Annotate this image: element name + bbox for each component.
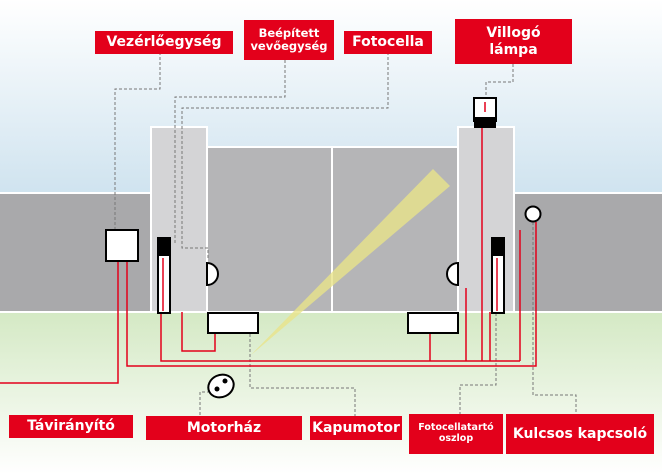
gate-leaf-left [206,146,333,313]
wire-motor-left [181,312,216,352]
leader-fotocella [181,52,389,260]
leader-villogo [485,64,514,98]
label-kapumotor: Kapumotor [310,416,402,440]
label-kulcsos-kapcsolo: Kulcsos kapcsoló [506,414,654,454]
label-fotocella-text: Fotocella [352,34,424,51]
pillar-right [457,126,515,313]
label-beepitett-vevoegyseg-text: Beépített vevőegység [250,25,328,53]
wiring [0,128,537,384]
label-kulcsos-kapcsolo-text: Kulcsos kapcsoló [512,425,648,442]
label-vezerloegyseg-text: Vezérlőegység [106,34,222,51]
photocell-post-right-icon [491,237,505,314]
label-taviranyito: Távirányító [9,415,133,438]
photocell-post-left-icon [157,237,171,314]
leader-kulcsos [532,222,577,416]
photocell-beam [251,169,450,355]
label-kapumotor-text: Kapumotor [312,419,400,436]
label-fotocellatarto-oszlop: Fotocellatartó oszlop [409,414,503,454]
leader-fotocellatarto [459,313,497,416]
label-motorhaz: Motorház [146,416,302,440]
control-unit-icon [105,229,139,262]
label-motorhaz-text: Motorház [186,419,262,436]
gate-motor-right-icon [407,312,459,334]
label-taviranyito-text: Távirányító [27,418,115,435]
gate-motor-left-icon [207,312,259,334]
label-fotocellatarto-oszlop-text: Fotocellatartó oszlop [418,422,494,444]
label-fotocella: Fotocella [344,31,432,54]
flashing-lamp-icon [473,97,497,128]
remote-control-icon [207,373,235,399]
leader-vezerlo [114,52,161,230]
wire-bus-upper [160,312,520,362]
wire-taviranyito [0,262,119,384]
photocell-left-icon [206,261,219,287]
wire-bus-bottom [126,222,537,367]
photocell-right-icon [446,261,459,287]
label-villogo-lampa-text: Villogó lámpa [486,25,541,58]
label-vezerloegyseg: Vezérlőegység [95,31,233,54]
leader-vevoegyseg [174,60,286,244]
label-beepitett-vevoegyseg: Beépített vevőegység [244,20,334,60]
key-switch-icon [524,205,542,223]
label-villogo-lampa: Villogó lámpa [455,19,572,64]
